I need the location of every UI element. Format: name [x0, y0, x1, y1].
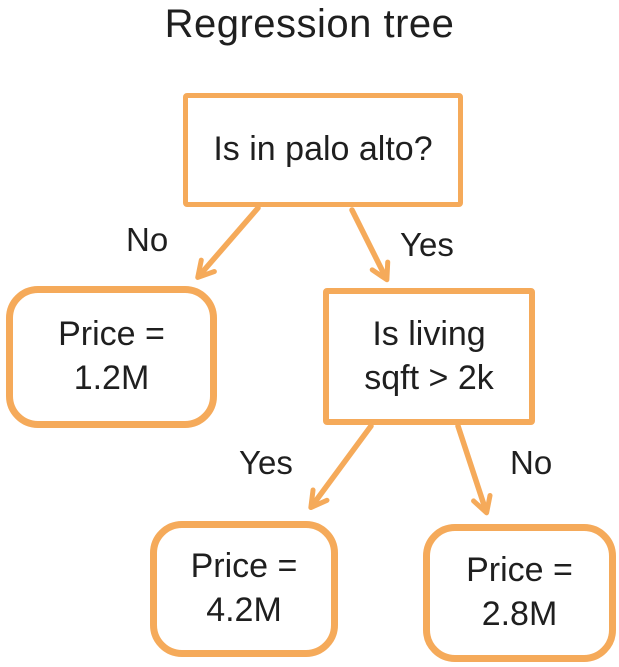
node-label-line: Is living	[372, 314, 486, 353]
arrow-root-to-living-sqft	[349, 207, 391, 283]
node-label-line: Is in palo alto?	[213, 130, 433, 169]
node-label-line: Price =	[190, 547, 298, 586]
node-label-line: Price =	[58, 315, 165, 354]
edge-label-sqft-yes: Yes	[239, 444, 293, 481]
edge-label-root-yes: Yes	[400, 226, 454, 263]
edge-label-root-no: No	[126, 221, 169, 258]
decision-node-root: Is in palo alto?	[183, 93, 463, 207]
node-label-line: 4.2M	[206, 591, 282, 629]
arrow-living-sqft-to-price-4-2m	[308, 423, 374, 511]
leaf-node-price-1-2m: Price = 1.2M	[6, 286, 217, 428]
node-label-line: sqft > 2k	[364, 358, 494, 397]
leaf-node-price-2-8m: Price = 2.8M	[423, 524, 616, 662]
edge-label-sqft-no: No	[510, 444, 553, 481]
node-label-line: 1.2M	[73, 359, 150, 397]
leaf-node-price-4-2m: Price = 4.2M	[150, 521, 338, 657]
arrow-root-to-price-1-2m	[195, 205, 261, 280]
node-label-line: 2.8M	[481, 595, 558, 633]
arrow-living-sqft-to-price-2-8m	[455, 423, 493, 516]
decision-node-living-sqft: Is living sqft > 2k	[323, 288, 535, 425]
node-label-line: Price =	[466, 551, 573, 590]
diagram-title: Regression tree	[164, 2, 455, 46]
